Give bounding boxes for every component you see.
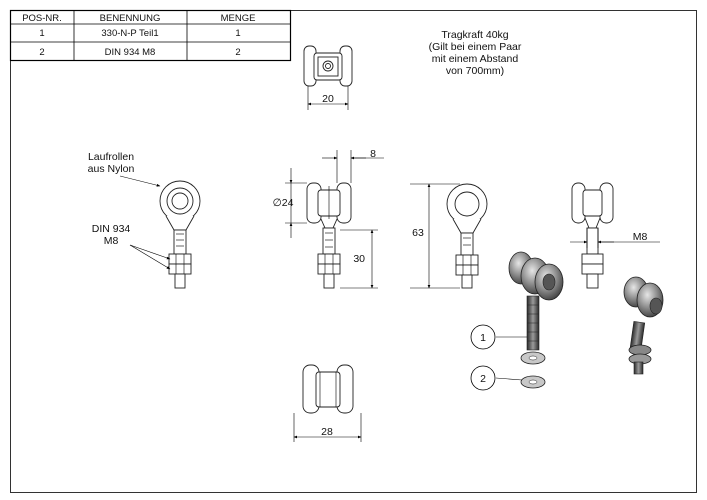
callout-nut-line2: M8 — [104, 235, 119, 247]
balloon-1: 1 — [470, 324, 527, 350]
svg-text:Tragkraft 40kg: Tragkraft 40kg — [441, 29, 508, 41]
callout-nut-line1: DIN 934 — [92, 223, 131, 235]
front-view: 8 ∅24 30 — [273, 148, 384, 289]
table-cell-qty-2: 2 — [235, 47, 240, 58]
dim-total-height: 63 — [412, 227, 424, 239]
side-view-height: 63 — [410, 183, 488, 289]
drawing-border — [10, 10, 697, 493]
dim-bottom-width: 28 — [321, 426, 333, 438]
svg-text:von 700mm): von 700mm) — [446, 65, 504, 77]
table-header-qty: MENGE — [221, 13, 256, 24]
svg-text:1: 1 — [480, 332, 486, 344]
table-cell-pos-2: 2 — [39, 47, 44, 58]
top-view: 20 — [303, 45, 353, 110]
table-cell-name-2: DIN 934 M8 — [105, 47, 156, 58]
side-view-thread: M8 — [570, 182, 660, 289]
table-header-pos: POS-NR. — [22, 13, 62, 24]
dim-wheel-offset: 8 — [370, 148, 376, 160]
balloon-2: 2 — [470, 365, 523, 391]
load-note: Tragkraft 40kg (Gilt bei einem Paar mit … — [429, 29, 522, 77]
svg-text:2: 2 — [480, 373, 486, 385]
dim-thread: M8 — [633, 231, 648, 243]
parts-table: POS-NR. BENENNUNG MENGE 1 330-N-P Teil1 … — [9, 9, 292, 62]
side-view-callouts: Laufrollen aus Nylon DIN 934 M8 — [88, 151, 201, 289]
exploded-3d-view — [508, 251, 664, 389]
dim-stud-length: 30 — [353, 253, 365, 265]
dim-wheel-diameter: ∅24 — [273, 197, 294, 209]
bottom-view: 28 — [293, 364, 362, 442]
callout-rollers-line2: aus Nylon — [88, 163, 135, 175]
svg-text:mit einem Abstand: mit einem Abstand — [432, 53, 519, 65]
dim-top-width: 20 — [322, 93, 334, 105]
callout-rollers-line1: Laufrollen — [88, 151, 134, 163]
table-cell-name-1: 330-N-P Teil1 — [101, 28, 158, 39]
table-cell-qty-1: 1 — [235, 28, 240, 39]
svg-text:(Gilt bei einem Paar: (Gilt bei einem Paar — [429, 41, 522, 53]
table-header-name: BENENNUNG — [100, 13, 161, 24]
table-cell-pos-1: 1 — [39, 28, 44, 39]
